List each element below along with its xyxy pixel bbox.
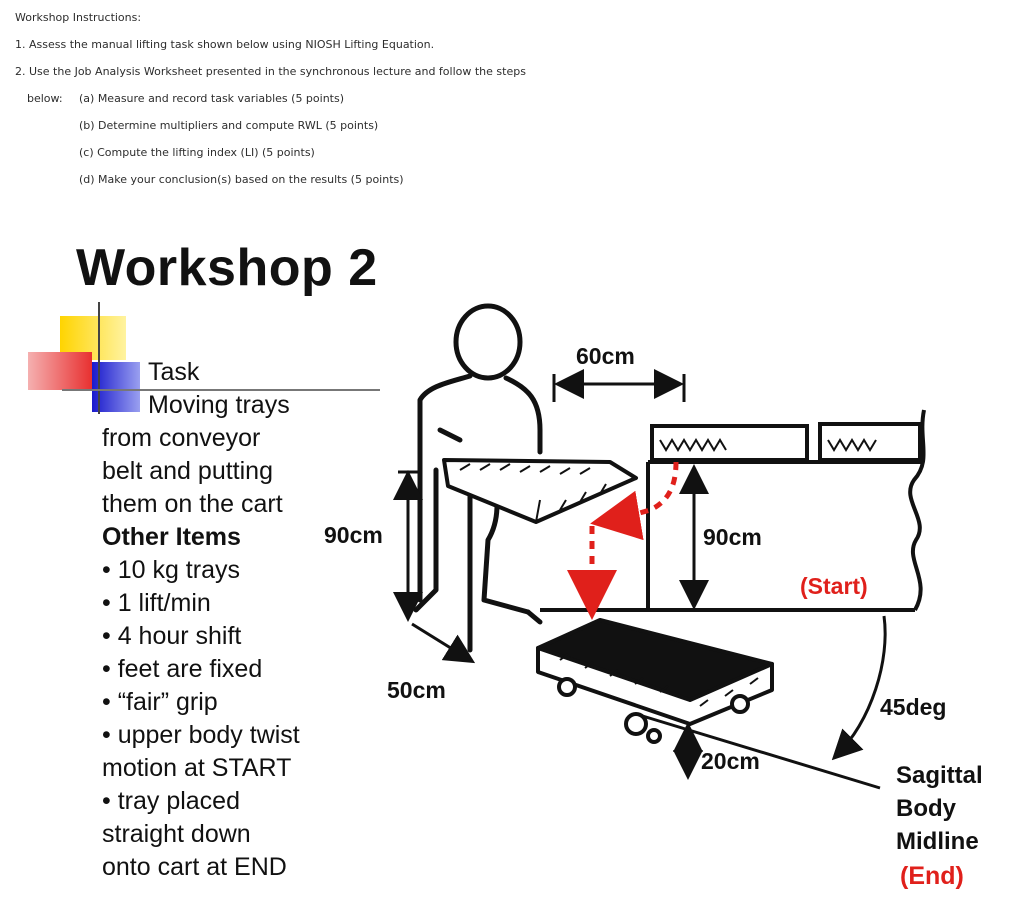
dimension-20cm-label: 20cm [701,748,760,774]
held-tray [442,458,638,524]
midline-label-3: Midline [896,828,979,855]
dimension-50cm-label: 50cm [387,677,446,703]
other-item-6: • upper body twist [102,721,300,749]
dimension-lines [393,369,887,790]
midline-label-1: Sagittal [896,762,983,789]
angle-45deg-label: 45deg [880,694,947,720]
dimension-90cm-left-label: 90cm [324,522,383,548]
dimension-60cm-label: 60cm [576,343,635,369]
movement-path [567,461,679,620]
other-item-2: • 1 lift/min [102,589,211,617]
other-item-10: onto cart at END [102,853,287,881]
instructions-heading: Workshop Instructions: [15,11,142,24]
slide-title: Workshop 2 [76,239,378,297]
start-label: (Start) [800,573,868,599]
cart [536,618,774,744]
instruction-below-label: below: [27,92,63,105]
other-item-9: straight down [102,820,251,848]
other-item-3: • 4 hour shift [102,622,242,650]
midline-label-2: Body [896,795,956,822]
other-item-1: • 10 kg trays [102,556,240,584]
task-line-1: Moving trays [148,391,290,419]
decorative-squares [28,302,380,414]
instruction-step-c: (c) Compute the lifting index (LI) (5 po… [79,146,315,159]
instruction-step-b: (b) Determine multipliers and compute RW… [79,119,379,132]
task-heading: Task [148,358,200,386]
instruction-step-a: (a) Measure and record task variables (5… [79,92,345,105]
other-item-7: motion at START [102,754,292,782]
instruction-item-1: 1. Assess the manual lifting task shown … [15,38,435,51]
task-line-3: belt and putting [102,457,273,485]
task-line-2: from conveyor [102,424,261,452]
other-item-5: • “fair” grip [102,688,218,716]
task-line-4: them on the cart [102,490,283,518]
instruction-step-d: (d) Make your conclusion(s) based on the… [79,173,404,186]
other-item-8: • tray placed [102,787,240,815]
instruction-item-2: 2. Use the Job Analysis Worksheet presen… [15,65,526,78]
other-item-4: • feet are fixed [102,655,263,683]
dimension-90cm-right-label: 90cm [703,524,762,550]
end-label: (End) [900,862,964,890]
other-items-heading: Other Items [102,523,241,551]
